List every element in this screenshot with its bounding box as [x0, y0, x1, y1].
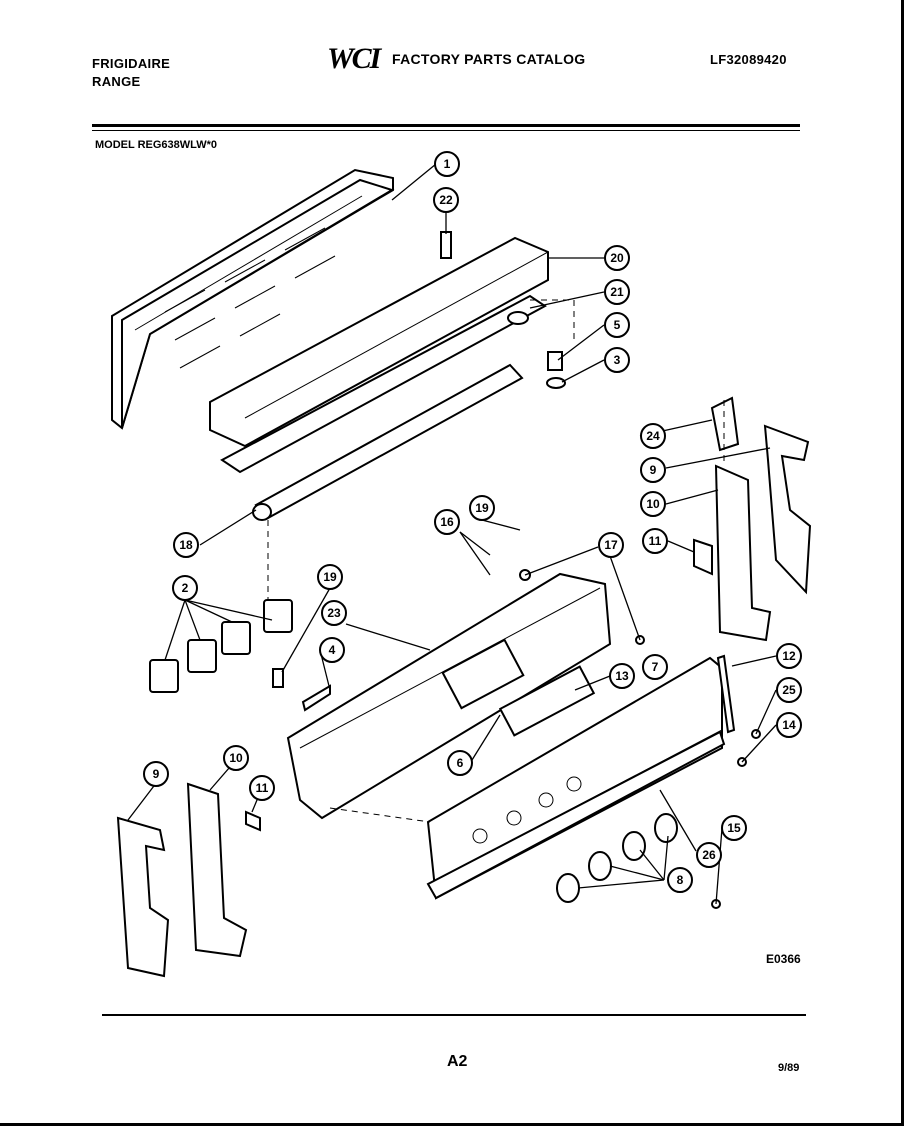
callout-2: 2 — [172, 575, 198, 601]
callout-24: 24 — [640, 423, 666, 449]
catalog-number: LF32089420 — [710, 52, 787, 67]
svg-text:19: 19 — [475, 501, 489, 515]
model-label: MODEL REG638WLW*0 — [95, 139, 218, 151]
product-type: RANGE — [92, 74, 141, 89]
svg-text:21: 21 — [610, 285, 624, 299]
fluorescent-tube — [252, 363, 524, 521]
backguard-glass-panel — [111, 168, 395, 430]
svg-text:9: 9 — [650, 463, 657, 477]
left-end-cap-assembly — [116, 782, 261, 978]
callout-1: 1 — [434, 151, 460, 177]
starter — [547, 351, 563, 371]
svg-text:6: 6 — [457, 756, 464, 770]
wci-logo: WCI — [327, 42, 381, 75]
clip-22 — [440, 231, 452, 259]
callout-20: 20 — [604, 245, 630, 271]
leader-lines — [127, 163, 777, 905]
svg-text:2: 2 — [182, 581, 189, 595]
svg-text:7: 7 — [652, 660, 659, 674]
svg-text:19: 19 — [323, 570, 337, 584]
svg-text:10: 10 — [229, 751, 243, 765]
callout-9-right: 9 — [640, 457, 666, 483]
svg-text:18: 18 — [179, 538, 193, 552]
lamp-holder — [507, 311, 529, 325]
callout-9-left: 9 — [143, 761, 169, 787]
svg-text:23: 23 — [327, 606, 341, 620]
switch-bracket — [301, 684, 331, 712]
callout-19-left: 19 — [317, 564, 343, 590]
svg-text:26: 26 — [702, 848, 716, 862]
callout-23: 23 — [321, 600, 347, 626]
callout-7: 7 — [642, 654, 668, 680]
svg-text:3: 3 — [614, 353, 621, 367]
svg-text:1: 1 — [444, 157, 451, 171]
svg-text:11: 11 — [256, 781, 269, 795]
indicator-light — [272, 668, 284, 688]
header-rule — [92, 124, 800, 127]
control-panel — [426, 656, 726, 900]
callout-11-left: 11 — [249, 775, 275, 801]
footer-rule — [102, 1014, 806, 1016]
catalog-title: FACTORY PARTS CATALOG — [392, 51, 586, 67]
electronic-clock — [498, 665, 596, 737]
svg-text:4: 4 — [329, 643, 336, 657]
callout-22: 22 — [433, 187, 459, 213]
svg-text:13: 13 — [615, 669, 629, 683]
svg-text:12: 12 — [782, 649, 796, 663]
svg-text:24: 24 — [646, 429, 660, 443]
svg-text:16: 16 — [440, 515, 454, 529]
brand-label: FRIGIDAIRE RANGE — [92, 55, 170, 91]
rear-support-channel — [209, 236, 549, 474]
revision-date: 9/89 — [778, 1062, 800, 1074]
svg-text:22: 22 — [439, 193, 453, 207]
callout-4: 4 — [319, 637, 345, 663]
callout-5: 5 — [604, 312, 630, 338]
callout-6: 6 — [447, 750, 473, 776]
callout-15: 15 — [721, 815, 747, 841]
callout-13: 13 — [609, 663, 635, 689]
callout-12: 12 — [776, 643, 802, 669]
callout-19-top: 19 — [469, 495, 495, 521]
control-panel-bracket — [286, 572, 612, 820]
callout-8: 8 — [667, 867, 693, 893]
svg-text:20: 20 — [610, 251, 624, 265]
svg-text:5: 5 — [614, 318, 621, 332]
control-knobs — [556, 813, 678, 903]
svg-text:8: 8 — [677, 873, 684, 887]
svg-text:9: 9 — [153, 767, 160, 781]
callout-26: 26 — [696, 842, 722, 868]
svg-text:14: 14 — [782, 718, 796, 732]
page-number: A2 — [447, 1053, 468, 1070]
callout-14: 14 — [776, 712, 802, 738]
callout-11-right: 11 — [642, 528, 668, 554]
callout-18: 18 — [173, 532, 199, 558]
svg-text:17: 17 — [604, 538, 618, 552]
callout-17: 17 — [598, 532, 624, 558]
callout-10-right: 10 — [640, 491, 666, 517]
callout-16: 16 — [434, 509, 460, 535]
svg-text:10: 10 — [646, 497, 660, 511]
callout-3: 3 — [604, 347, 630, 373]
svg-text:15: 15 — [727, 821, 741, 835]
trim-strip — [716, 654, 736, 734]
header-rule-thin — [92, 130, 800, 131]
svg-text:11: 11 — [649, 534, 662, 548]
brand-name: FRIGIDAIRE — [92, 56, 171, 71]
callout-21: 21 — [604, 279, 630, 305]
infinite-switches — [149, 599, 293, 693]
svg-text:25: 25 — [782, 683, 796, 697]
assembly-dashed-lines — [267, 299, 725, 823]
diagram-code: E0366 — [766, 952, 801, 966]
starter-socket — [546, 377, 566, 389]
callout-25: 25 — [776, 677, 802, 703]
right-end-cap-assembly — [693, 396, 812, 642]
callout-10-left: 10 — [223, 745, 249, 771]
